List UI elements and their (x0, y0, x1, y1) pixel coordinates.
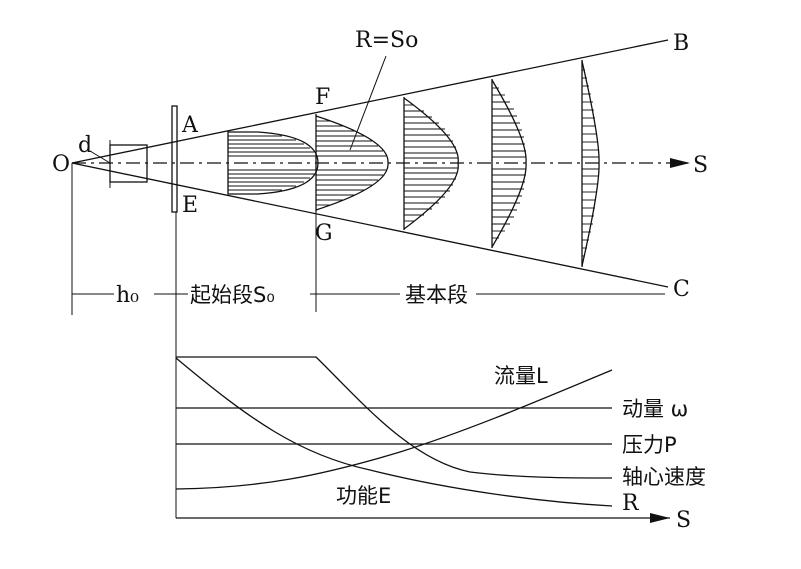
label-axis-s-top: S (693, 153, 708, 178)
label-point-c: C (673, 277, 690, 302)
velocity-profile-5 (581, 60, 600, 267)
r-so-leader (349, 55, 387, 151)
curve-flow (175, 369, 613, 490)
label-point-a: A (181, 113, 199, 138)
curve-axial-velocity (176, 356, 613, 479)
plate-ae (171, 105, 178, 213)
velocity-profile-4 (491, 79, 527, 248)
label-point-f: F (315, 85, 330, 110)
label-axial-velocity: 轴心速度 (622, 465, 706, 489)
label-point-e: E (182, 193, 198, 218)
jet-lower-boundary (71, 162, 669, 288)
label-basic-segment: 基本段 (405, 283, 468, 307)
velocity-profile-1 (227, 131, 319, 195)
label-pressure: 压力P (622, 433, 677, 457)
label-r: R (622, 491, 640, 516)
label-axis-s-bottom: S (676, 508, 691, 533)
label-point-b: B (673, 31, 689, 56)
nozzle-d-leader (89, 150, 111, 164)
label-origin: O (52, 152, 70, 177)
label-momentum: 动量 ω (622, 397, 688, 421)
label-r-so: R=So (355, 28, 418, 53)
jet-upper-boundary (71, 39, 669, 164)
label-nozzle-d: d (78, 133, 92, 158)
label-h0: h₀ (116, 283, 139, 308)
label-initial-segment: 起始段S₀ (190, 283, 275, 307)
label-point-g: G (315, 221, 333, 246)
velocity-profile-2 (315, 115, 389, 211)
label-energy: 功能E (336, 484, 391, 508)
label-flow: 流量L (494, 364, 548, 388)
curve-r (175, 357, 613, 507)
velocity-profile-3 (403, 97, 459, 230)
